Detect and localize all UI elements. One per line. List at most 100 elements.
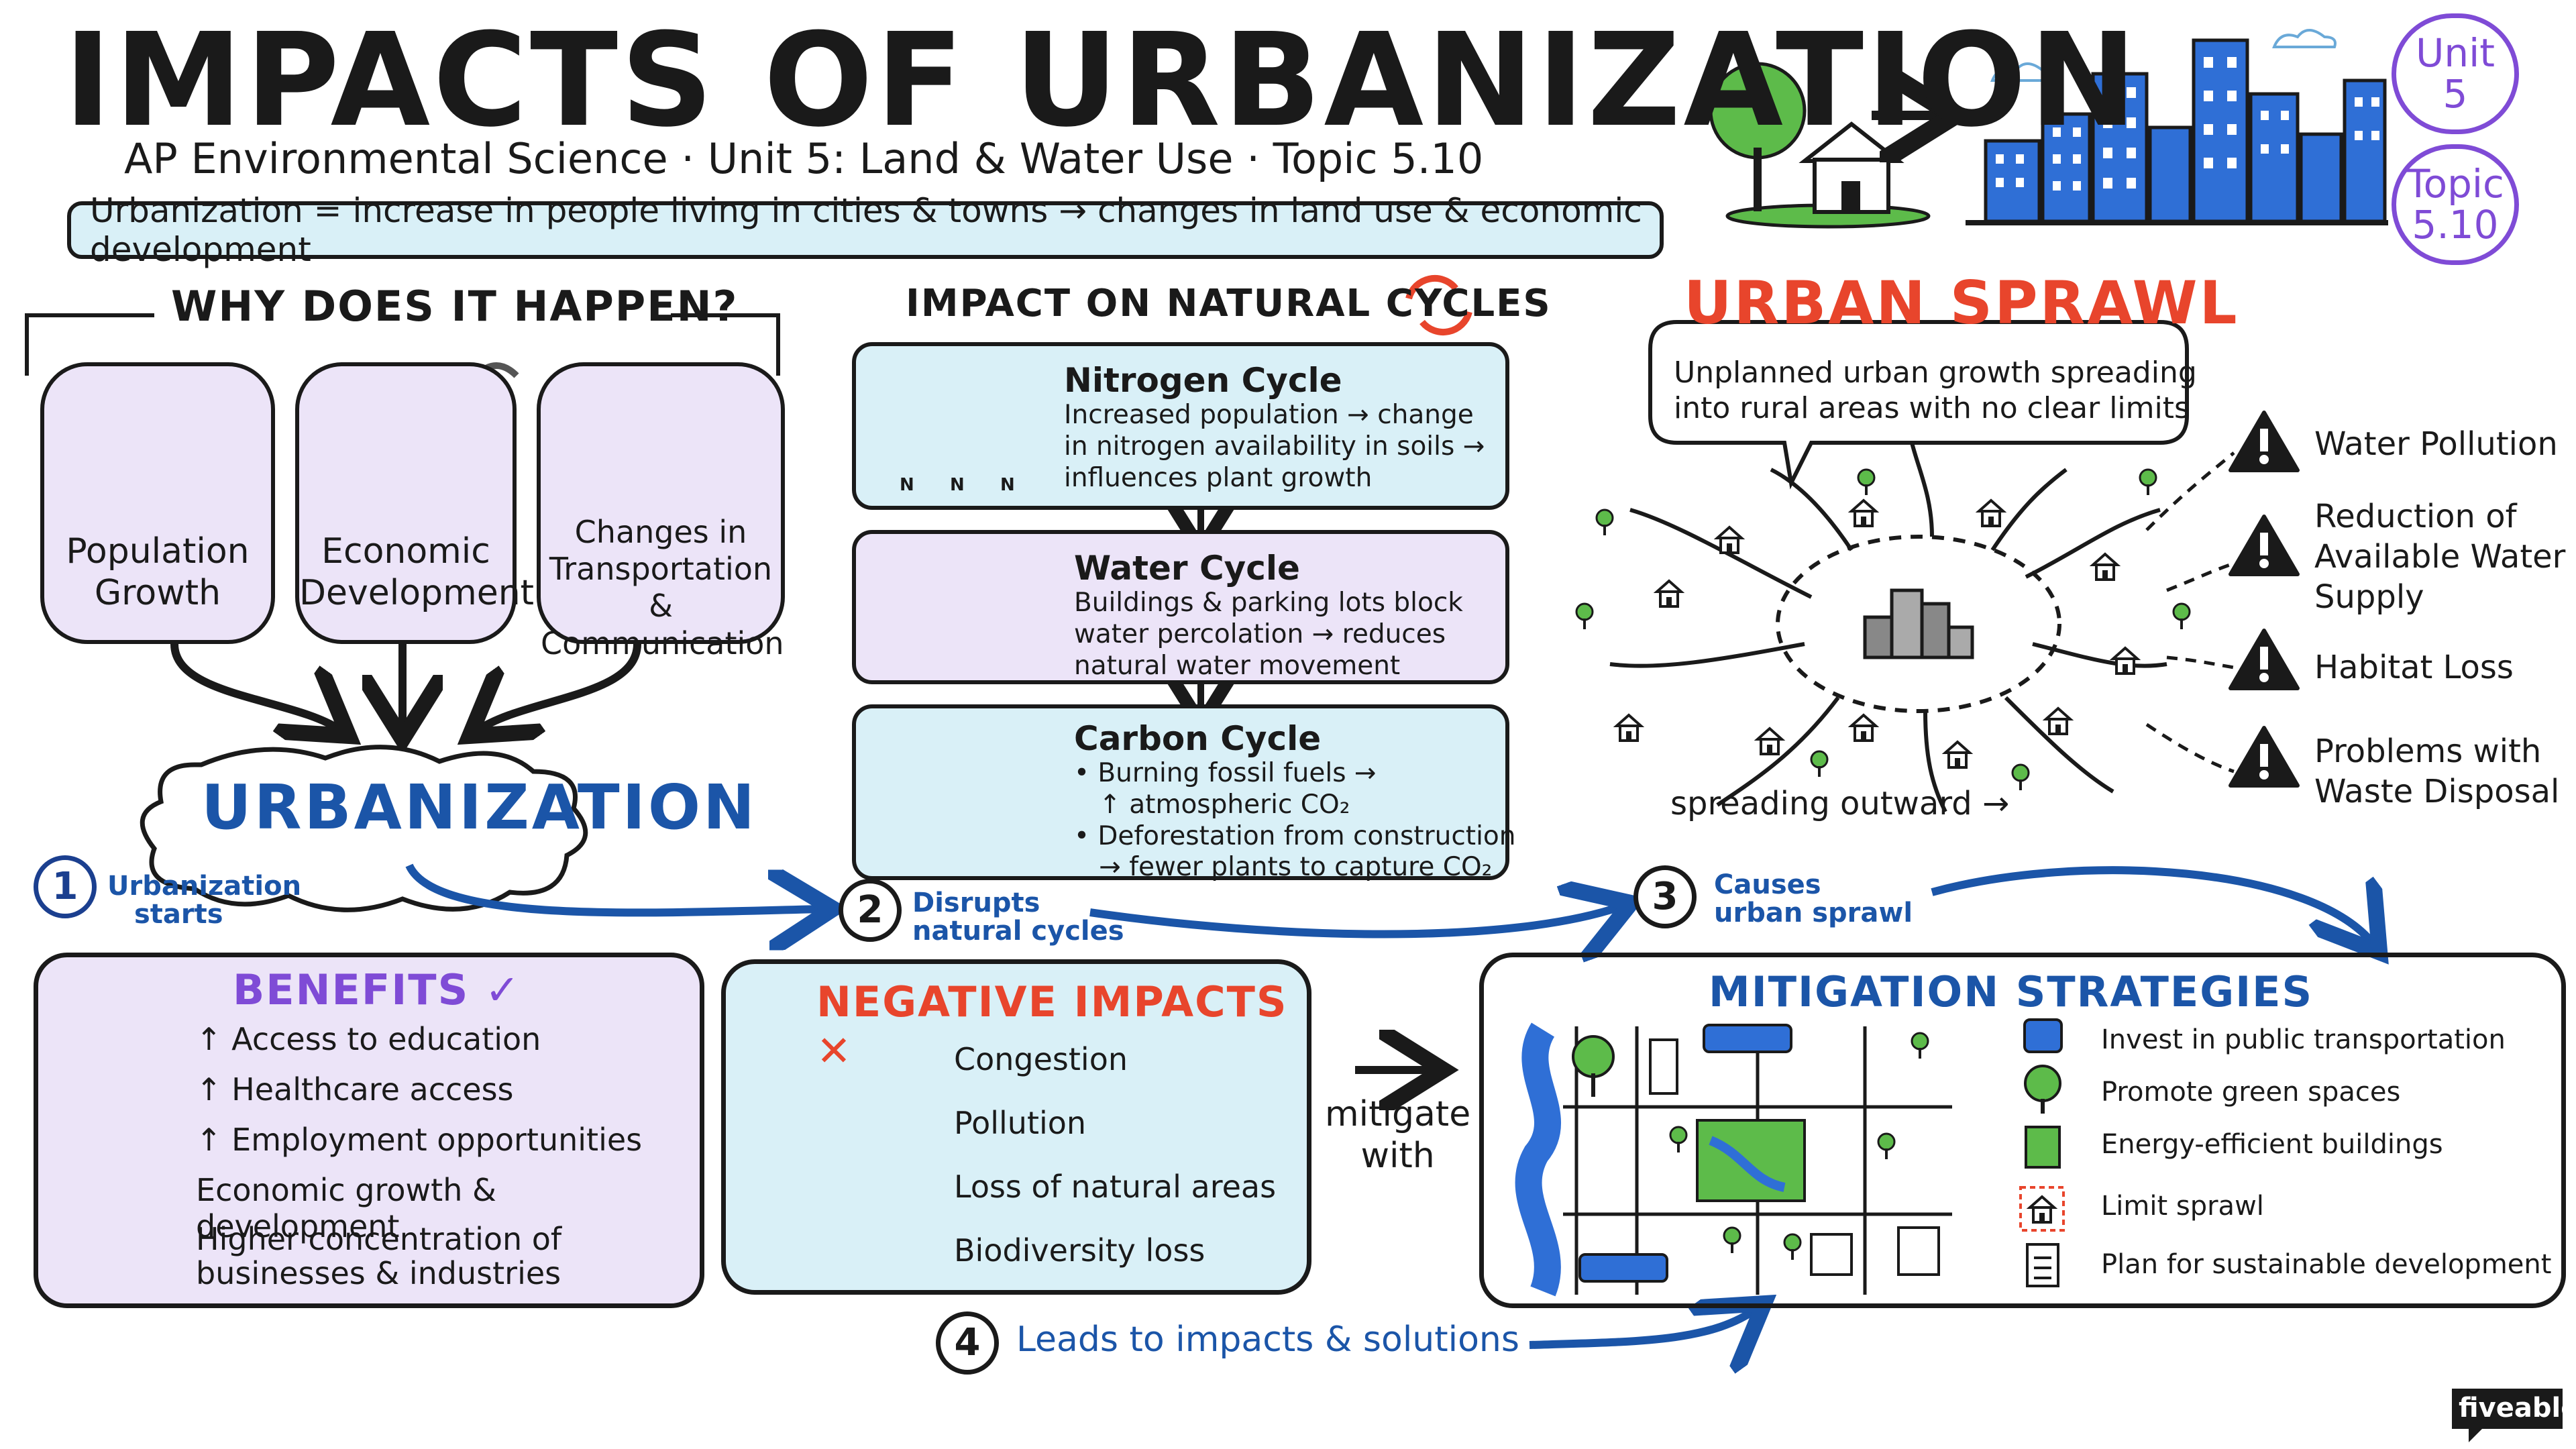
step-2-badge: 2 xyxy=(839,879,902,942)
benefits-panel: BENEFITS ✓ ↑ Access to education ↑ Healt… xyxy=(34,953,704,1308)
cycle-line: ↑ atmospheric CO₂ xyxy=(1074,789,1350,820)
unit-badge-value: 5 xyxy=(2443,71,2468,117)
sprawl-bubble-line: Unplanned urban growth spreading xyxy=(1674,356,2197,390)
negative-item: Biodiversity loss xyxy=(954,1232,1205,1269)
step-text-line: Urbanization xyxy=(107,871,302,902)
cycle-line: natural water movement xyxy=(1074,650,1401,681)
step-3-badge: 3 xyxy=(1633,865,1697,928)
nitrogen-symbol: N xyxy=(950,475,965,495)
cycle-line: in nitrogen availability in soils → xyxy=(1064,431,1485,462)
carbon-cycle-card: Carbon Cycle • Burning fossil fuels → ↑ … xyxy=(852,704,1516,882)
benefit-line: Higher concentration of xyxy=(196,1221,562,1257)
negative-item: Loss of natural areas xyxy=(954,1169,1277,1205)
topic-badge: Topic 5.10 xyxy=(2392,144,2519,265)
sprawl-caption: spreading outward → xyxy=(1670,785,2010,822)
unit-badge-label: Unit xyxy=(2415,30,2496,76)
checklist-icon xyxy=(2026,1243,2059,1287)
cycles-heading: IMPACT ON NATURAL CYCLES xyxy=(906,282,1552,325)
step-4-badge: 4 xyxy=(936,1311,999,1375)
tree-icon xyxy=(2024,1065,2061,1114)
topic-badge-label: Topic xyxy=(2406,161,2504,207)
cycle-line: water percolation → reduces xyxy=(1074,619,1446,649)
city-map-icon xyxy=(1515,1022,1952,1297)
negative-item: Congestion xyxy=(954,1041,1128,1077)
mitigation-item: Plan for sustainable development xyxy=(2101,1249,2552,1280)
benefit-item: Economic growth & development xyxy=(196,1172,496,1244)
step-text-line: Causes xyxy=(1714,869,1821,900)
why-heading: WHY DOES IT HAPPEN? xyxy=(171,282,739,331)
step-text-line: urban sprawl xyxy=(1714,898,1913,928)
nitrogen-symbol: N xyxy=(900,475,914,495)
topic-badge-value: 5.10 xyxy=(2412,202,2499,248)
step-text-line: starts xyxy=(134,899,223,930)
issue-water-supply: Reduction of Available Water Supply xyxy=(2314,496,2565,617)
step-text-line: Disrupts xyxy=(912,888,1040,918)
warning-icon xyxy=(2231,413,2298,470)
cycle-line: • Deforestation from construction xyxy=(1074,820,1516,851)
issue-line: Habitat Loss xyxy=(2314,649,2514,686)
issue-habitat-loss: Habitat Loss xyxy=(2314,647,2514,688)
negative-heading: NEGATIVE IMPACTS ✕ xyxy=(816,977,1288,1075)
issue-line: Available Water xyxy=(2314,538,2566,576)
cycle-line: • Burning fossil fuels → xyxy=(1074,758,1377,788)
negative-impacts-panel: NEGATIVE IMPACTS ✕ Congestion Pollution … xyxy=(721,959,1311,1295)
connector-line: with xyxy=(1360,1136,1435,1177)
page-subtitle: AP Environmental Science · Unit 5: Land … xyxy=(124,134,1484,183)
issue-line: Supply xyxy=(2314,578,2424,616)
urbanization-cloud xyxy=(140,745,588,912)
sprawl-heading: URBAN SPRAWL xyxy=(1684,268,2239,337)
cycle-line: influences plant growth xyxy=(1064,462,1373,493)
nitrogen-cycle-card: Nitrogen Cycle Increased population → ch… xyxy=(852,342,1509,510)
benefit-item: ↑ Employment opportunities xyxy=(196,1122,643,1158)
step-2-text: Disrupts natural cycles xyxy=(912,889,1124,945)
cycle-title: Carbon Cycle xyxy=(1074,719,1322,758)
connector-line: mitigate xyxy=(1325,1094,1471,1134)
benefit-item: ↑ Access to education xyxy=(196,1021,541,1057)
cycle-title: Nitrogen Cycle xyxy=(1064,361,1342,400)
issue-water-pollution: Water Pollution xyxy=(2314,424,2558,464)
unit-badge: Unit 5 xyxy=(2392,13,2519,134)
brand-logo: fiveable xyxy=(2459,1393,2576,1424)
cause-transportation-communication: Changes in Transportation & Communicatio… xyxy=(537,362,785,661)
issue-waste-disposal: Problems with Waste Disposal xyxy=(2314,731,2559,812)
mitigate-connector: mitigate with xyxy=(1325,1093,1470,1177)
cause-label-line: Economic xyxy=(321,531,490,572)
bus-icon xyxy=(2023,1018,2063,1053)
mitigation-item: Promote green spaces xyxy=(2101,1077,2401,1108)
page-title: IMPACTS OF URBANIZATION xyxy=(64,6,2140,156)
cause-label-line: Growth xyxy=(94,573,221,614)
step-text-line: natural cycles xyxy=(912,916,1124,947)
warning-icon xyxy=(2231,631,2298,688)
mitigation-item: Invest in public transportation xyxy=(2101,1024,2506,1055)
step-1-badge: 1 xyxy=(34,855,97,918)
city-skyline-icon xyxy=(1966,38,2388,225)
nitrogen-symbol: N xyxy=(1000,475,1015,495)
mitigation-heading: MITIGATION STRATEGIES xyxy=(1709,967,2314,1016)
negative-item: Pollution xyxy=(954,1105,1087,1141)
mitigation-panel: MITIGATION STRATEGIES Invest in public t… xyxy=(1479,953,2566,1308)
cause-label-line: Communication xyxy=(541,625,784,661)
cycle-title: Water Cycle xyxy=(1074,549,1300,588)
step-3-text: Causes urban sprawl xyxy=(1714,871,1913,927)
step-1-text: Urbanization starts xyxy=(107,872,301,928)
benefit-line: businesses & industries xyxy=(196,1254,561,1291)
rural-scene-icon xyxy=(1709,62,1931,229)
cause-economic-development: Economic Development xyxy=(295,362,535,644)
benefit-item: Higher concentration of businesses & ind… xyxy=(196,1222,561,1290)
warning-icon xyxy=(2231,728,2298,786)
issue-line: Water Pollution xyxy=(2314,425,2558,463)
cycle-line: Buildings & parking lots block xyxy=(1074,588,1463,618)
refresh-icon xyxy=(1405,274,1472,336)
definition-text: Urbanization = increase in people living… xyxy=(90,191,1642,269)
cause-label-line: Development xyxy=(299,573,535,614)
cause-label-line: Transportation & xyxy=(549,551,773,625)
issue-line: Problems with xyxy=(2314,733,2542,770)
issue-line: Waste Disposal xyxy=(2314,773,2560,810)
mitigation-item: Energy-efficient buildings xyxy=(2101,1129,2443,1160)
step-4-text: Leads to impacts & solutions xyxy=(1016,1320,1519,1360)
water-cycle-card: Water Cycle Buildings & parking lots blo… xyxy=(852,530,1509,684)
cause-label-line: Changes in xyxy=(574,514,747,550)
cycle-line: Increased population → change xyxy=(1064,400,1474,430)
warning-icon xyxy=(2231,517,2298,574)
cycle-line: → fewer plants to capture CO₂ xyxy=(1074,852,1493,883)
